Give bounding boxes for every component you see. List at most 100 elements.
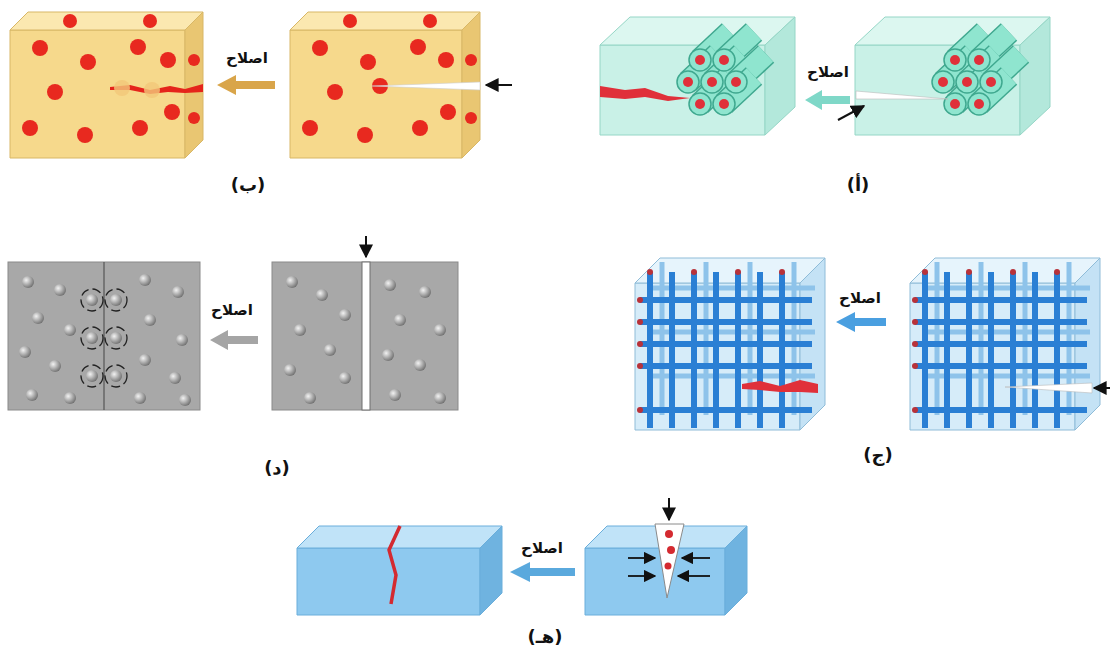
- fiber-box-healed-part-part: [713, 93, 735, 115]
- fiber-box-healed-part-part: [713, 49, 735, 71]
- network-cube-healed-part-part: [637, 363, 643, 369]
- capsule-cube-cracked-part-part: [465, 112, 477, 124]
- capsule-cube-cracked-part: [372, 82, 480, 90]
- fiber-box-healed-part-part: [677, 71, 699, 93]
- diffusion-panel-healed-part-part: [81, 289, 103, 311]
- network-cube-healed-part-part: [792, 262, 797, 415]
- network-cube-healed-part-part: [660, 262, 665, 415]
- diffusion-panel-healed-part: [8, 262, 200, 410]
- fiber-box-cracked-part: [855, 45, 1020, 135]
- repair-arrow: [805, 90, 850, 110]
- diffusion-panel-cracked-part-part: [382, 349, 394, 361]
- capsule-cube-healed-part: [22, 14, 200, 143]
- block-cracked: [585, 524, 747, 615]
- fiber-box-healed-part: [600, 17, 795, 45]
- fiber-box-healed-part-part: [719, 99, 729, 109]
- diffusion-panel-healed-part-part: [54, 284, 66, 296]
- load-arrow-part: [668, 498, 670, 520]
- diffusion-panel-cracked-part-part: [394, 314, 406, 326]
- network-cube-healed-part-part: [637, 407, 643, 413]
- network-cube-cracked-part-part: [912, 363, 918, 369]
- fiber-box-cracked-part: [855, 17, 1050, 45]
- capsule-cube-healed-part-part: [77, 127, 93, 143]
- diffusion-panel-healed-part-part: [172, 286, 184, 298]
- fiber-box-healed-part-part: [725, 71, 747, 93]
- diffusion-panel-cracked-part-part: [324, 344, 336, 356]
- network-cube-cracked-part-part: [1010, 269, 1016, 275]
- network-cube-healed-part-part: [647, 269, 653, 275]
- diffusion-panel-cracked-part-part: [389, 389, 401, 401]
- network-cube-cracked-part-part: [1032, 272, 1038, 428]
- capsule-cube-cracked-part-part: [357, 127, 373, 143]
- network-cube-cracked-part-part: [935, 262, 940, 415]
- network-cube-cracked-part-part: [944, 272, 950, 428]
- fiber-box-cracked-part: [856, 91, 948, 99]
- network-cube-healed-part-part: [637, 297, 643, 303]
- capsule-cube-cracked-part-part: [465, 54, 477, 66]
- panel-label: (أ): [847, 174, 870, 196]
- network-cube-healed-part-part: [640, 341, 812, 347]
- capsule-cube-cracked-part-part: [440, 104, 456, 120]
- diffusion-panel-healed-part-part: [179, 394, 191, 406]
- fiber-box-healed-part: [677, 49, 747, 115]
- capsule-cube-healed-part-part: [114, 80, 130, 96]
- network-cube-cracked-part-part: [1023, 262, 1028, 415]
- diffusion-panel-healed-part-part: [86, 332, 98, 344]
- capsule-cube-healed-part-part: [22, 120, 38, 136]
- diffusion-panel-healed-part-part: [110, 370, 122, 382]
- diffusion-panel-healed-part-part: [169, 372, 181, 384]
- fiber-box-cracked-part-part: [974, 99, 984, 109]
- fiber-box-cracked-part-part: [968, 93, 990, 115]
- fiber-box-healed-part: [683, 55, 741, 109]
- network-cube-cracked: [910, 258, 1100, 430]
- repair-arrow: [217, 75, 275, 95]
- fiber-box-cracked-part: [938, 55, 996, 109]
- diffusion-panel-healed-part-part: [110, 332, 122, 344]
- diffusion-panel-cracked-part-part: [419, 286, 431, 298]
- fiber-box-healed-part: [600, 45, 765, 135]
- repair-arrow-part: [805, 90, 850, 110]
- block-cracked-part-part: [678, 575, 710, 577]
- repair-label: اصلاح: [839, 289, 881, 307]
- fiber-box-cracked-part-part: [986, 77, 996, 87]
- capsule-cube-healed-part: [10, 12, 203, 30]
- capsule-cube-healed-part: [10, 30, 185, 158]
- block-cracked-part-part: [628, 575, 655, 577]
- network-cube-cracked-part-part: [922, 269, 928, 275]
- capsule-cube-healed-part-part: [164, 104, 180, 120]
- capsule-cube-healed-part-part: [47, 84, 63, 100]
- network-cube-cracked-part-part: [912, 407, 918, 413]
- diffusion-panel-cracked-part-part: [316, 289, 328, 301]
- network-cube-healed-part: [640, 272, 812, 428]
- fiber-box-cracked-part-part: [950, 55, 960, 65]
- capsule-cube-healed-part-part: [80, 54, 96, 70]
- capsule-cube-cracked-part-part: [343, 14, 357, 28]
- network-cube-cracked-part-part: [1054, 269, 1060, 275]
- network-cube-healed-part-part: [748, 262, 753, 415]
- block-healed-part: [480, 526, 502, 615]
- diffusion-panel-healed-part-part: [81, 365, 103, 387]
- network-cube-healed-part-part: [640, 297, 812, 303]
- diffusion-panel-cracked-part: [284, 276, 446, 404]
- repair-label: اصلاح: [226, 49, 268, 67]
- diffusion-panel-healed-part-part: [22, 276, 34, 288]
- capsule-cube-cracked-part-part: [412, 120, 428, 136]
- network-cube-healed-part-part: [757, 272, 763, 428]
- diffusion-panel-cracked-part-part: [414, 359, 426, 371]
- diffusion-panel-cracked-part-part: [304, 392, 316, 404]
- fiber-box-cracked-part: [932, 49, 1002, 115]
- fiber-box-cracked-part-part: [980, 71, 1002, 93]
- network-cube-healed-part-part: [640, 363, 812, 369]
- network-cube-cracked-part: [915, 272, 1087, 428]
- diffusion-panel-healed-part-part: [26, 389, 38, 401]
- repair-arrow-part: [210, 330, 258, 350]
- capsule-cube-cracked-part: [302, 14, 477, 143]
- diffusion-panel-healed-part-part: [139, 274, 151, 286]
- capsule-cube-cracked-part-part: [423, 14, 437, 28]
- load-arrow-part: [1094, 387, 1110, 389]
- load-arrow-part: [365, 236, 367, 257]
- capsule-cube-healed-part-part: [32, 40, 48, 56]
- network-cube-cracked-part-part: [966, 272, 972, 428]
- load-arrow: [669, 498, 670, 520]
- diffusion-panel-healed-part-part: [105, 289, 127, 311]
